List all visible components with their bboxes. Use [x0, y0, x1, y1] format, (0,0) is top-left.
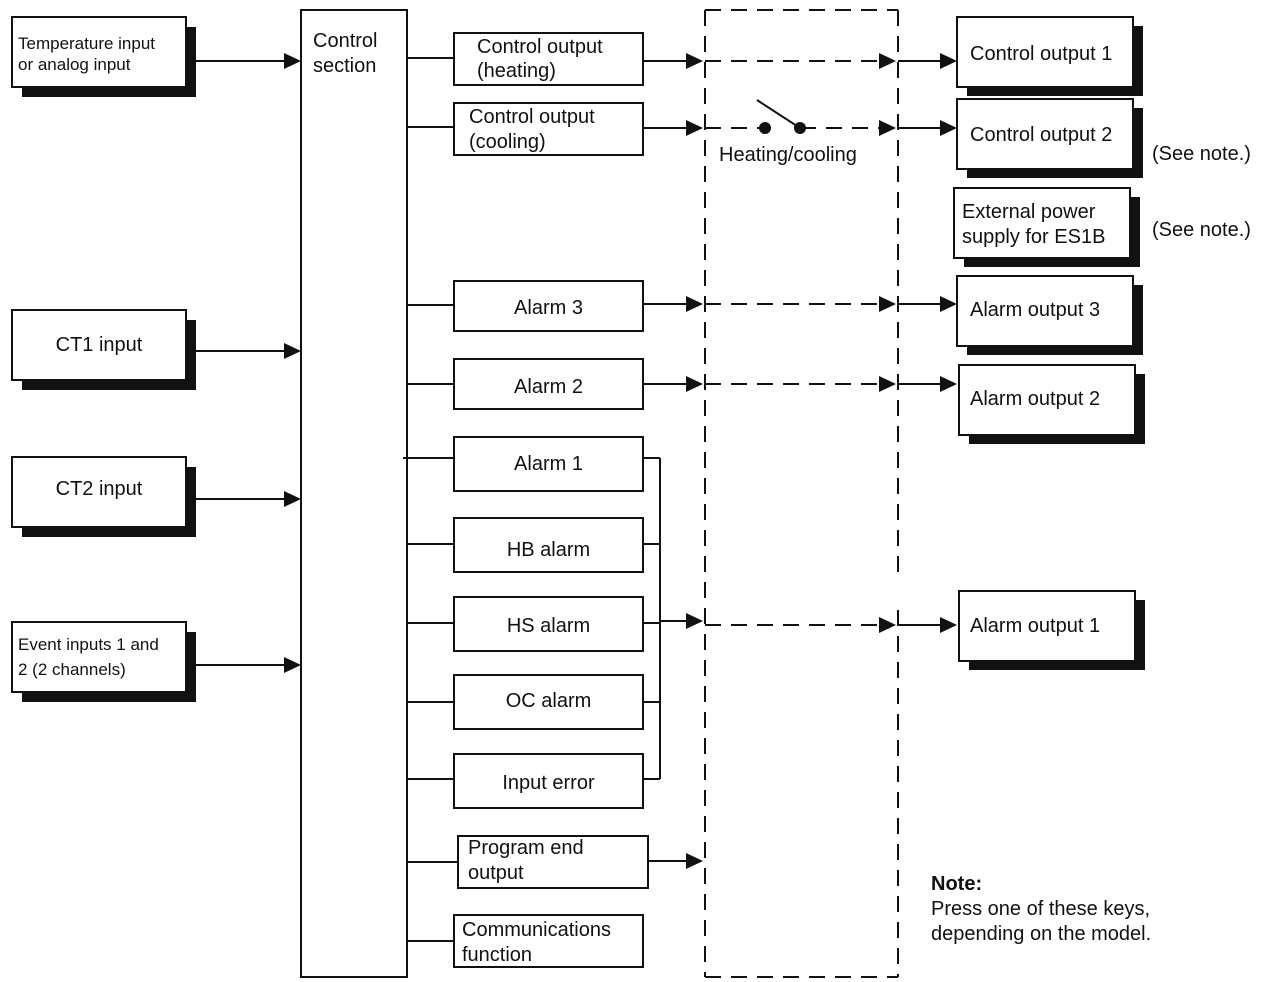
box-oc-alarm — [453, 674, 644, 730]
box-hs-alarm — [453, 596, 644, 652]
output-box-alarm-3 — [956, 275, 1143, 355]
box-alarm2 — [453, 358, 644, 410]
alarm1-group-bracket — [643, 457, 661, 780]
control-heating-label-line2: (heating) — [477, 60, 556, 82]
box-alarm1 — [453, 436, 644, 492]
control-output-1-label: Control output 1 — [970, 43, 1113, 65]
output-box-external-power — [953, 187, 1140, 267]
temperature-input-label-line2: or analog input — [18, 55, 131, 74]
input-box-ct1 — [11, 309, 196, 390]
function-connectors — [403, 57, 458, 942]
dashed-signal-paths — [705, 53, 896, 633]
input-arrows — [186, 53, 301, 673]
external-power-label-line1: External power — [962, 201, 1096, 223]
alarm-output-3-label: Alarm output 3 — [970, 299, 1101, 321]
output-box-control-1 — [956, 16, 1143, 96]
function-output-arrows — [643, 53, 703, 869]
box-program-end — [457, 835, 649, 889]
control-section-label-line2: section — [313, 55, 377, 77]
box-alarm3 — [453, 280, 644, 332]
output-arrows — [898, 53, 957, 633]
output-box-alarm-1 — [958, 590, 1145, 670]
external-power-label-line2: supply for ES1B — [962, 226, 1106, 248]
control-section-label-line1: Control — [313, 30, 378, 52]
box-control-cooling — [453, 102, 644, 156]
alarm3-label: Alarm 3 — [514, 297, 583, 319]
see-note-control-output-2: (See note.) — [1152, 143, 1251, 165]
heating-cooling-switch-label: Heating/cooling — [719, 144, 857, 166]
box-communications — [453, 914, 644, 968]
program-end-label-line2: output — [468, 862, 524, 884]
alarm1-label: Alarm 1 — [514, 453, 583, 475]
ct1-input-label: CT1 input — [55, 334, 143, 356]
input-box-event — [11, 621, 196, 702]
box-control-heating — [453, 32, 644, 86]
program-end-label-line1: Program end — [468, 837, 584, 859]
box-input-error — [453, 753, 644, 809]
note-title: Note: — [931, 873, 983, 895]
dashed-terminal-region — [704, 9, 899, 978]
input-box-temperature — [11, 16, 196, 97]
ct2-input-label: CT2 input — [55, 478, 143, 500]
alarm2-label: Alarm 2 — [514, 376, 583, 398]
control-cooling-label-line1: Control output — [469, 106, 595, 128]
hs-alarm-label: HS alarm — [506, 615, 591, 637]
alarm-output-1-label: Alarm output 1 — [970, 615, 1101, 637]
hb-alarm-label: HB alarm — [506, 539, 591, 561]
event-input-label-line2: 2 (2 channels) — [18, 660, 126, 679]
note-line-1: Press one of these keys, — [931, 898, 1151, 920]
temperature-input-label-line1: Temperature input — [18, 34, 156, 53]
communications-label-line1: Communications — [462, 919, 611, 941]
see-note-external-power: (See note.) — [1152, 219, 1251, 241]
event-input-label-line1: Event inputs 1 and — [18, 635, 159, 654]
output-box-control-2 — [956, 98, 1143, 178]
control-heating-label-line1: Control output — [477, 36, 603, 58]
control-output-2-label: Control output 2 — [970, 124, 1113, 146]
input-box-ct2 — [11, 456, 196, 537]
note-line-2: depending on the model. — [931, 923, 1152, 945]
heating-cooling-switch — [756, 99, 806, 134]
box-hb-alarm — [453, 517, 644, 573]
alarm-output-2-label: Alarm output 2 — [970, 388, 1101, 410]
control-section-box — [300, 9, 408, 978]
oc-alarm-label: OC alarm — [505, 690, 592, 712]
communications-label-line2: function — [462, 944, 533, 966]
input-error-label: Input error — [502, 772, 595, 794]
control-cooling-label-line2: (cooling) — [469, 131, 546, 153]
output-box-alarm-2 — [958, 364, 1145, 444]
